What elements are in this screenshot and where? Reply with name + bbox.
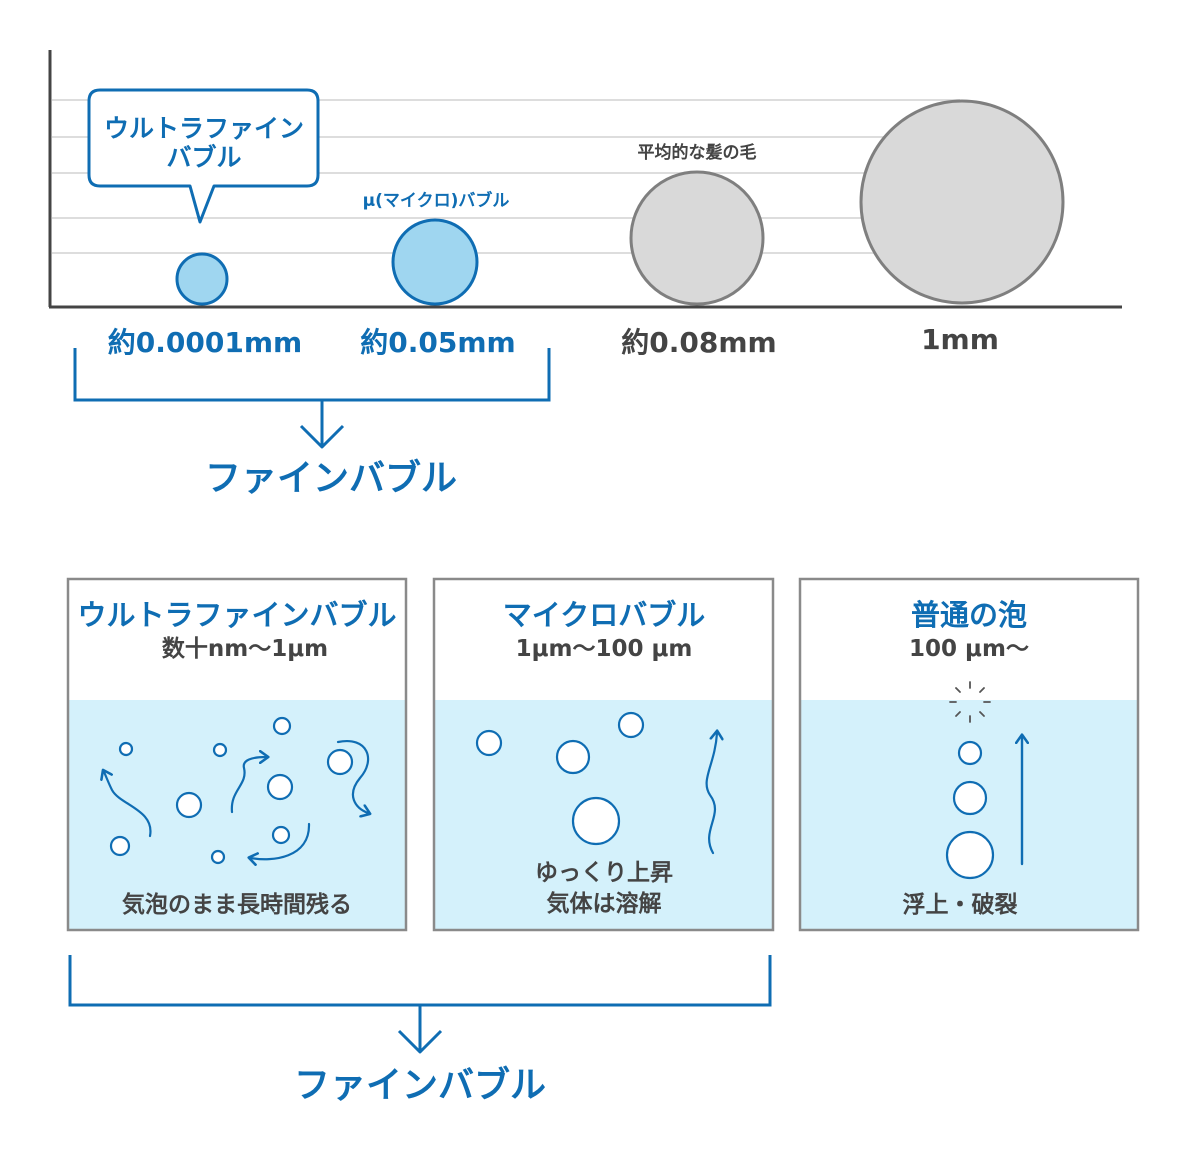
panel-range: 1μm〜100 μm: [516, 636, 693, 662]
panel-frame: [66, 577, 408, 932]
panel-range: 100 μm〜: [909, 636, 1029, 662]
panel-regular: 普通の泡 100 μm〜 浮上・破裂: [798, 577, 1140, 932]
panel-ultrafine: ウルトラファインバブル 数十nm〜1μm 気泡のまま長時間残る: [66, 577, 408, 932]
burst-icon: [949, 681, 991, 723]
micro-bubble: [391, 218, 479, 306]
hair-circle: [629, 170, 765, 306]
panel-frame: [798, 577, 1140, 932]
fine-bubble-bracket-bottom: [68, 955, 772, 1054]
regular-bubbles: [945, 740, 995, 880]
wavy-arrows-icon: [104, 739, 368, 859]
ultrafine-callout: ウルトラファイン バブル: [87, 88, 320, 224]
size-label-micro: 約0.05mm: [360, 326, 515, 359]
micro-bubbles: [475, 711, 645, 846]
group-label-top: ファインバブル: [205, 457, 457, 499]
group-label-bottom: ファインバブル: [294, 1064, 546, 1106]
rising-arrow-icon: [705, 733, 717, 855]
panel-title: マイクロバブル: [503, 598, 705, 632]
ultrafine-bubble: [175, 252, 229, 306]
ultrafine-bubbles: [109, 716, 354, 865]
fine-bubble-bracket-top: [73, 348, 551, 449]
panel-caption: 浮上・破裂: [903, 891, 1018, 918]
callout-line1: ウルトラファイン: [104, 114, 304, 143]
size-label-hair: 約0.08mm: [621, 326, 776, 359]
regular-bubble-circle: [859, 99, 1065, 305]
panel-caption-line2: 気体は溶解: [547, 890, 662, 917]
hair-label: 平均的な髪の毛: [638, 142, 757, 163]
size-label-regular: 1mm: [921, 323, 999, 356]
callout-frame: [87, 88, 320, 224]
water-area: [68, 700, 406, 930]
panel-caption: 気泡のまま長時間残る: [122, 891, 352, 918]
size-label-ultrafine: 約0.0001mm: [108, 326, 302, 359]
panel-title: ウルトラファインバブル: [77, 598, 396, 632]
panel-range: 数十nm〜1μm: [162, 636, 328, 662]
panel-title: 普通の泡: [911, 598, 1027, 632]
panel-micro: マイクロバブル 1μm〜100 μm ゆっくり上昇 気体は溶解: [432, 577, 775, 932]
size-chart: ウルトラファイン バブル μ(マイクロ)バブル 平均的な髪の毛 約0.0001m…: [48, 50, 1122, 499]
panel-caption-line1: ゆっくり上昇: [535, 860, 673, 886]
micro-bubble-label: μ(マイクロ)バブル: [363, 190, 510, 211]
panel-frame: [432, 577, 775, 932]
callout-line2: バブル: [166, 143, 241, 172]
